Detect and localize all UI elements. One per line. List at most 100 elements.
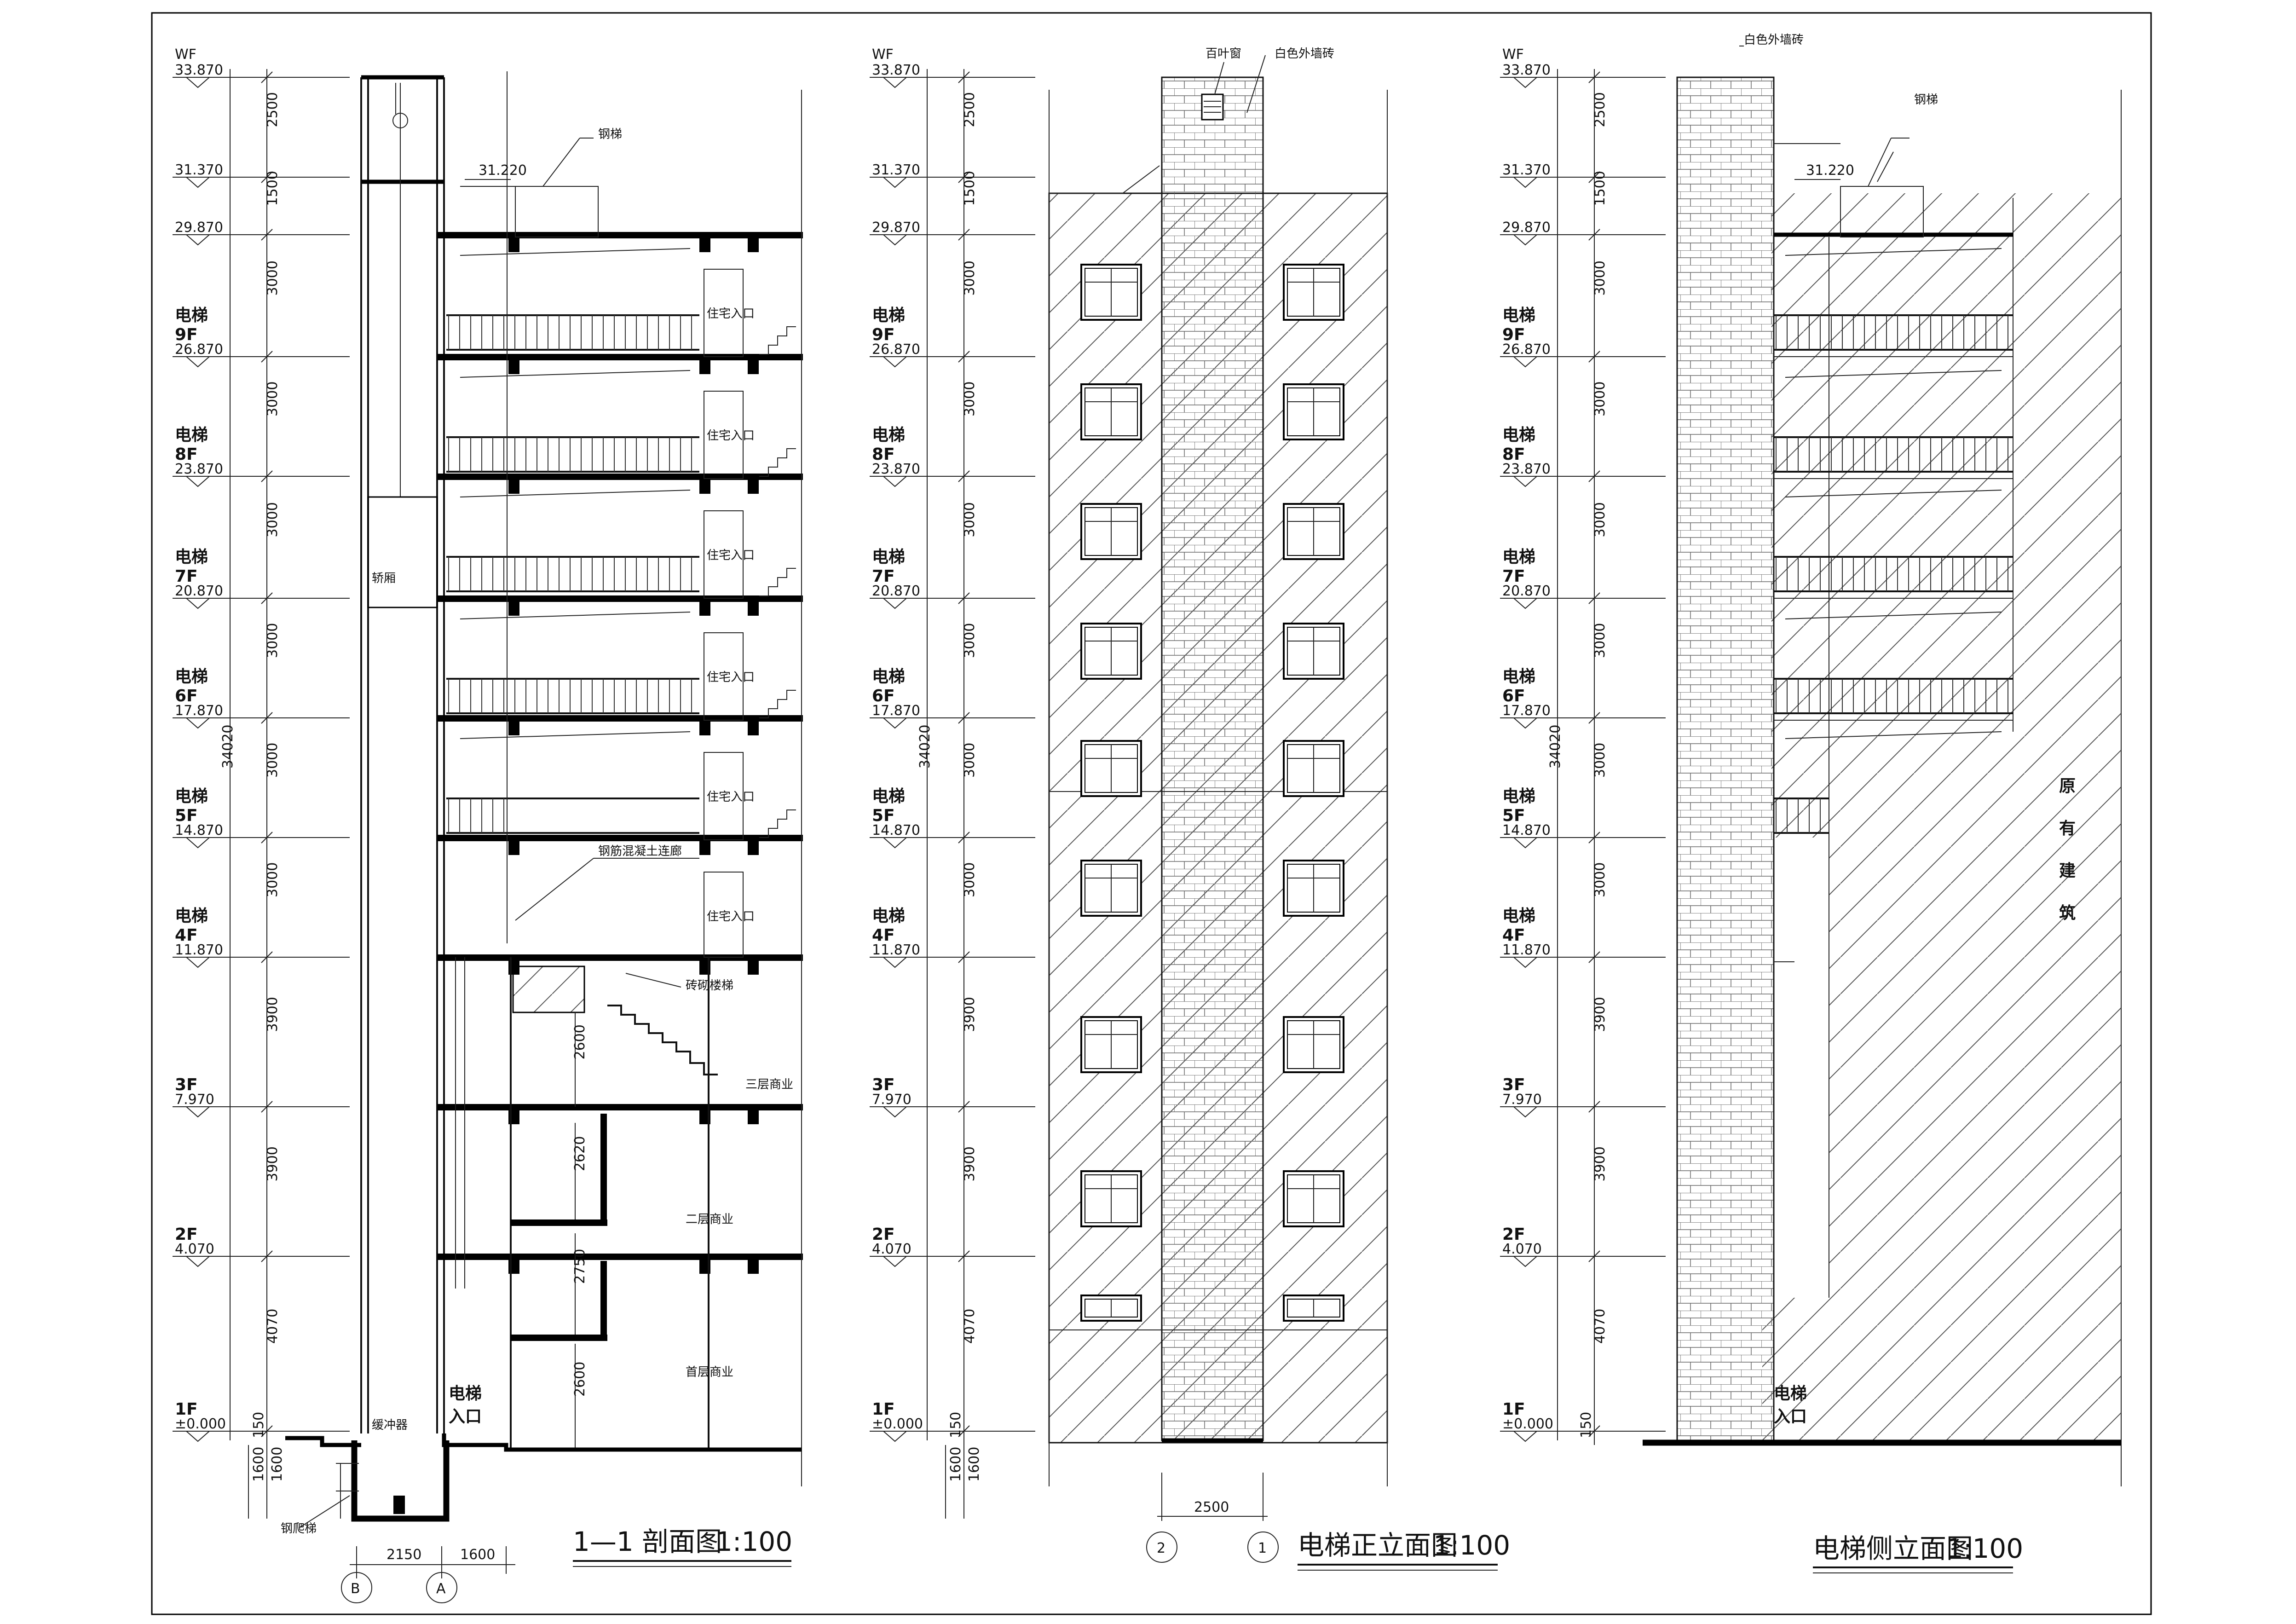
side-tile-note: 白色外墙砖	[1744, 33, 1804, 47]
section-title: 1—1 剖面图	[573, 1526, 722, 1557]
level-floor: 7F	[872, 567, 895, 586]
level-top-label: 电梯	[1502, 787, 1535, 806]
residential-entry: 住宅入口	[707, 307, 755, 321]
level-elevation: 33.870	[175, 62, 223, 78]
inner-dim: 2600	[572, 1362, 588, 1397]
level-floor: 3F	[872, 1075, 895, 1094]
level-floor: 2F	[872, 1225, 895, 1244]
level-floor: 1F	[872, 1400, 895, 1419]
axis-2: 2	[1157, 1540, 1165, 1556]
level-floor: 8F	[175, 445, 198, 464]
residential-entry: 住宅入口	[707, 910, 755, 924]
level-floor: 8F	[1502, 445, 1525, 464]
level-top-label: 电梯	[175, 306, 208, 325]
level-floor: 2F	[175, 1225, 198, 1244]
total-height-dim: 34020	[220, 725, 236, 769]
level-top-label: WF	[175, 46, 196, 63]
level-top-label: 电梯	[1502, 548, 1535, 566]
front-width-dim: 2500	[1194, 1499, 1229, 1515]
pit-dim: 1600	[966, 1447, 982, 1482]
level-top-label: 电梯	[872, 306, 905, 325]
residential-entry: 住宅入口	[707, 790, 755, 804]
level-top-label: 电梯	[872, 548, 905, 566]
front-tile-note: 白色外墙砖	[1275, 47, 1334, 61]
level-elevation: 26.870	[175, 341, 223, 358]
level-elevation: 14.870	[872, 822, 920, 838]
level-top-label: 电梯	[872, 907, 905, 925]
level-top-label: 电梯	[175, 907, 208, 925]
level-elevation: 29.870	[1502, 220, 1551, 236]
total-height-dim: 34020	[917, 725, 933, 769]
side-elevation: 白色外墙砖 钢梯 31.220 原 有 建 筑 电梯 入口 电梯侧立面图 1:1…	[1643, 33, 2122, 1573]
level-elevation: 17.870	[872, 703, 920, 719]
level-elevation: 29.870	[872, 220, 920, 236]
axis-b: B	[351, 1581, 360, 1597]
pit-ladder-note: 钢爬梯	[281, 1522, 317, 1536]
front-scale: 1:100	[1433, 1530, 1510, 1561]
level-elevation: 11.870	[1502, 942, 1551, 958]
level-floor: 3F	[1502, 1075, 1525, 1094]
level-floor: 9F	[1502, 325, 1525, 344]
steel-stair-note: 钢梯	[598, 127, 622, 141]
pit-dim: 1600	[269, 1447, 285, 1482]
level-column-middle: 33.870WF250031.370150029.870300026.8709F…	[870, 46, 1035, 1519]
level-top-label: 电梯	[872, 426, 905, 445]
total-height-dim: 34020	[1547, 725, 1563, 769]
front-elevation: 百叶窗 白色外墙砖 2500 2 1 电梯正立面图 1:100	[1048, 47, 1510, 1571]
level-floor: 6F	[1502, 687, 1525, 705]
level-elevation: 17.870	[1502, 703, 1551, 719]
elevator-car	[367, 496, 438, 608]
level-column-right: 33.870WF250031.370150029.870300026.8709F…	[1500, 46, 1666, 1445]
level-elevation: 29.870	[175, 220, 223, 236]
ground-dim: 150	[1578, 1412, 1594, 1438]
level-floor: 6F	[872, 687, 895, 705]
level-elevation: ±0.000	[872, 1416, 923, 1432]
level-elevation: 23.870	[1502, 461, 1551, 477]
level-floor: 3F	[175, 1075, 198, 1094]
side-title: 电梯侧立面图	[1813, 1533, 1973, 1564]
level-top-label: 电梯	[175, 426, 208, 445]
side-entry-line2: 入口	[1774, 1407, 1807, 1426]
sheet-border	[151, 12, 2152, 1615]
level-elevation: 20.870	[1502, 583, 1551, 599]
buffer-label: 缓冲器	[372, 1418, 408, 1432]
level-floor: 5F	[1502, 806, 1525, 825]
use-f3: 三层商业	[745, 1078, 793, 1092]
use-f1: 首层商业	[686, 1365, 733, 1379]
side-roof-elev: 31.220	[1806, 162, 1854, 179]
level-elevation: 26.870	[1502, 341, 1551, 358]
level-elevation: 7.970	[872, 1092, 911, 1108]
level-elevation: 23.870	[175, 461, 223, 477]
level-top-label: WF	[872, 46, 894, 63]
level-elevation: 31.370	[1502, 162, 1551, 178]
axis-a: A	[436, 1581, 446, 1597]
level-top-label: 电梯	[872, 667, 905, 686]
level-floor: 5F	[872, 806, 895, 825]
level-floor: 9F	[872, 325, 895, 344]
masonry-stair-note: 砖砌楼梯	[686, 979, 733, 993]
level-elevation: 26.870	[872, 341, 920, 358]
level-elevation: 20.870	[872, 583, 920, 599]
level-floor: 8F	[872, 445, 895, 464]
existing-2: 有	[2059, 819, 2076, 838]
level-elevation: ±0.000	[1502, 1416, 1553, 1432]
level-elevation: 7.970	[1502, 1092, 1542, 1108]
level-floor: 9F	[175, 325, 198, 344]
level-elevation: 20.870	[175, 583, 223, 599]
level-top-label: 电梯	[175, 787, 208, 806]
sec-entry-line1: 电梯	[449, 1384, 482, 1403]
level-elevation: 17.870	[175, 703, 223, 719]
side-floors	[1774, 232, 2013, 834]
level-elevation: 4.070	[175, 1241, 214, 1257]
use-f2: 二层商业	[686, 1213, 733, 1226]
level-floor: 4F	[175, 926, 198, 945]
level-floor: 1F	[175, 1400, 198, 1419]
level-elevation: 14.870	[175, 822, 223, 838]
level-elevation: ±0.000	[175, 1416, 226, 1432]
corridor-note: 钢筋混凝土连廊	[598, 844, 682, 858]
residential-entry: 住宅入口	[707, 549, 755, 562]
